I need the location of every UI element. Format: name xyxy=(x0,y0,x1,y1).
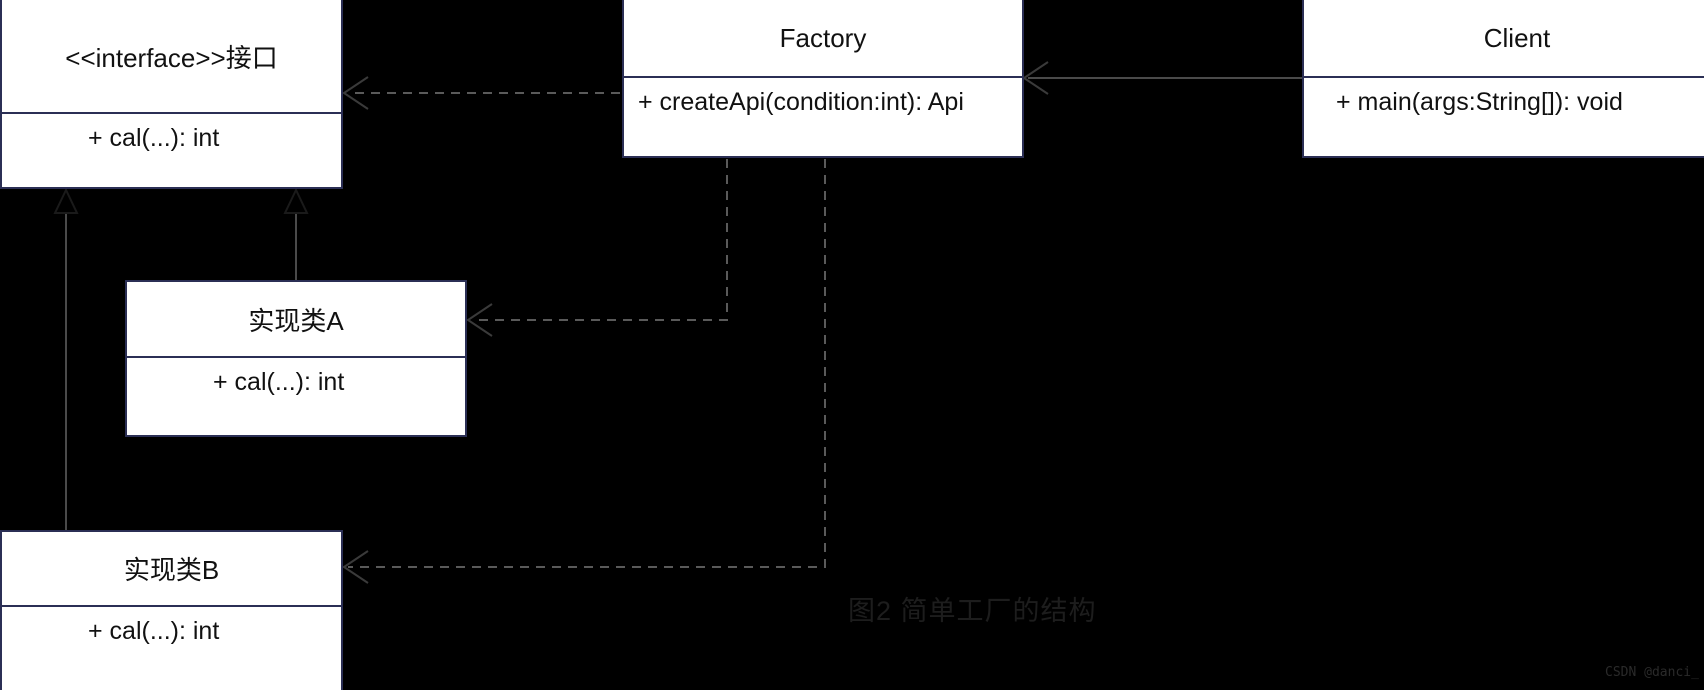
dependency-client-to-factory xyxy=(1022,61,1302,95)
class-member: + createApi(condition:int): Api xyxy=(638,88,964,116)
class-members-impl-a: + cal(...): int xyxy=(127,358,465,435)
class-header-impl-a: 实现类A xyxy=(127,282,465,358)
class-name-factory: Factory xyxy=(779,22,867,53)
class-name-impl-b: 实现类B xyxy=(123,555,220,585)
class-member: + cal(...): int xyxy=(213,368,345,396)
class-members-interface: + cal(...): int xyxy=(2,114,341,187)
class-name-client: Client xyxy=(1483,22,1551,53)
class-name-interface: <<interface>>接口 xyxy=(65,42,278,73)
class-members-impl-b: + cal(...): int xyxy=(2,607,341,690)
class-name-impl-a: 实现类A xyxy=(248,305,344,336)
class-box-impl-a[interactable]: 实现类A + cal(...): int xyxy=(125,280,467,437)
dependency-factory-to-interface xyxy=(342,76,620,110)
class-members-client: + main(args:String[]): void xyxy=(1304,78,1704,156)
realization-impla-to-interface xyxy=(283,187,309,280)
dependency-factory-to-impla xyxy=(466,159,728,337)
class-box-client[interactable]: Client + main(args:String[]): void xyxy=(1302,0,1704,158)
class-member: + cal(...): int xyxy=(88,617,220,645)
class-members-factory: + createApi(condition:int): Api xyxy=(624,78,1022,156)
class-header-client: Client xyxy=(1304,0,1704,78)
class-header-interface: <<interface>>接口 xyxy=(2,0,341,114)
figure-caption: 图2 简单工厂的结构 xyxy=(848,596,1097,626)
class-box-factory[interactable]: Factory + createApi(condition:int): Api xyxy=(622,0,1024,158)
class-box-impl-b[interactable]: 实现类B + cal(...): int xyxy=(0,530,343,690)
class-member: + main(args:String[]): void xyxy=(1336,88,1623,116)
class-header-factory: Factory xyxy=(624,0,1022,78)
class-box-interface[interactable]: <<interface>>接口 + cal(...): int xyxy=(0,0,343,189)
class-header-impl-b: 实现类B xyxy=(2,532,341,607)
watermark-label: CSDN @danci_ xyxy=(1605,665,1699,680)
realization-implb-to-interface xyxy=(53,187,79,530)
class-member: + cal(...): int xyxy=(88,124,220,152)
